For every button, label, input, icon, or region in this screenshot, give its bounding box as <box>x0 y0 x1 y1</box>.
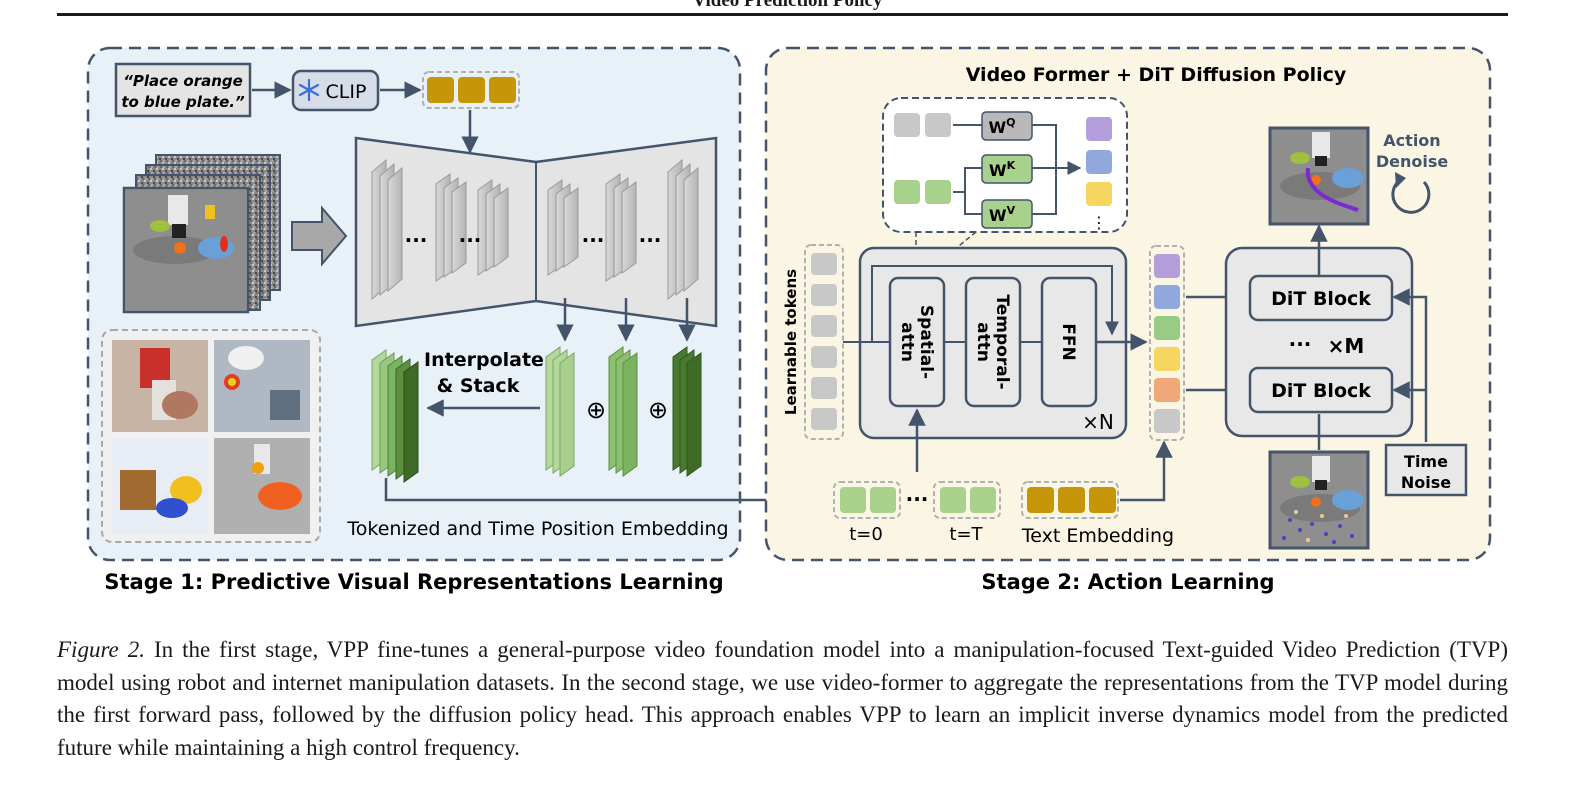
attention-detail: WQ WK WV ⋮ <box>882 97 1128 233</box>
prompt-line2: to blue plate.” <box>121 93 245 111</box>
learnable-tokens <box>804 244 844 440</box>
times-m-label: ×M <box>1328 334 1365 358</box>
unet-dots-1: ... <box>405 223 428 247</box>
prompt-box: “Place orange to blue plate.” <box>114 62 252 118</box>
tT-label: t=T <box>949 524 983 545</box>
figure-caption: Figure 2. In the first stage, VPP fine-t… <box>57 634 1508 764</box>
tokenized-caption: Tokenized and Time Position Embedding <box>346 518 728 540</box>
time-noise-line2: Noise <box>1401 473 1451 492</box>
svg-text:WV: WV <box>989 204 1016 225</box>
action-denoised-image <box>1268 126 1370 226</box>
stage2-label: Stage 2: Action Learning <box>981 570 1274 594</box>
unet-dots-3: ... <box>582 223 605 247</box>
clip-encoder: CLIP <box>291 69 380 112</box>
dataset-collage <box>101 329 321 543</box>
header-title: Video Prediction Policy <box>692 0 883 11</box>
learnable-tokens-label: Learnable tokens <box>782 269 800 415</box>
action-denoise-line2: Denoise <box>1376 152 1449 171</box>
stacked-feature <box>371 349 419 483</box>
wk-sup: K <box>1007 159 1016 172</box>
dit-stack: DiT Block DiT Block ··· ×M <box>1224 246 1414 438</box>
wk-label: W <box>989 161 1007 180</box>
oplus-1: ⊕ <box>586 396 606 424</box>
prompt-line1: “Place orange <box>123 72 243 90</box>
ffn-label: FFN <box>1058 323 1078 360</box>
wv-sup: V <box>1007 204 1016 217</box>
time-ellipsis: ··· <box>906 487 929 511</box>
caption-label: Figure 2. <box>57 637 145 662</box>
text-tokens <box>422 71 520 109</box>
text-embedding-label: Text Embedding <box>1021 525 1174 547</box>
stage2-title: Video Former + DiT Diffusion Policy <box>966 64 1347 86</box>
query-tokens <box>1149 245 1185 441</box>
refresh-icon <box>1391 172 1431 214</box>
unet-dots-2: ... <box>459 223 482 247</box>
video-former: Spatial- attn Temporal- attn FFN ×N <box>843 246 1148 440</box>
interpolate-line1: Interpolate <box>424 349 544 371</box>
wq-label: W <box>988 118 1006 137</box>
figure-diagram: “Place orange to blue plate.” CLIP <box>86 46 1492 594</box>
temporal-attn-line1: Temporal- <box>992 294 1012 389</box>
interpolate-line2: & Stack <box>437 375 520 397</box>
stage1-label: Stage 1: Predictive Visual Representatio… <box>104 570 723 594</box>
video-unet: ... ... ... ... <box>354 136 718 328</box>
temporal-attn-line2: attn <box>973 322 993 362</box>
svg-text:WQ: WQ <box>988 116 1015 137</box>
caption-text: In the first stage, VPP fine-tunes a gen… <box>57 637 1509 760</box>
svg-text:WK: WK <box>989 159 1016 180</box>
oplus-2: ⊕ <box>648 396 668 424</box>
time-noise-box: Time Noise <box>1384 443 1468 497</box>
t0-label: t=0 <box>849 524 883 545</box>
big-input-arrow <box>291 205 348 267</box>
header-rule <box>57 13 1508 16</box>
decoder-features: ⊕ ⊕ <box>545 346 702 477</box>
action-denoise-line1: Action <box>1383 131 1440 150</box>
robot-scene-image <box>126 190 246 310</box>
snowflake-icon <box>298 78 320 102</box>
unet-dots-4: ... <box>639 223 662 247</box>
dit-block-top: DiT Block <box>1271 288 1371 310</box>
dit-ellipsis: ··· <box>1289 332 1312 356</box>
clip-label: CLIP <box>326 81 367 103</box>
spatial-attn-line1: Spatial- <box>916 305 936 379</box>
time-tokens: ··· t=0 t=T <box>833 481 1001 545</box>
spatial-attn-line2: attn <box>897 322 917 362</box>
text-embedding-tokens: Text Embedding <box>1021 481 1174 547</box>
noisy-action-image <box>1268 450 1370 550</box>
time-noise-line1: Time <box>1404 452 1448 471</box>
dit-block-bottom: DiT Block <box>1271 380 1371 402</box>
times-n-label: ×N <box>1082 410 1114 434</box>
query-vdots: ⋮ <box>1091 213 1107 232</box>
wv-label: W <box>989 206 1007 225</box>
wq-sup: Q <box>1006 116 1015 129</box>
